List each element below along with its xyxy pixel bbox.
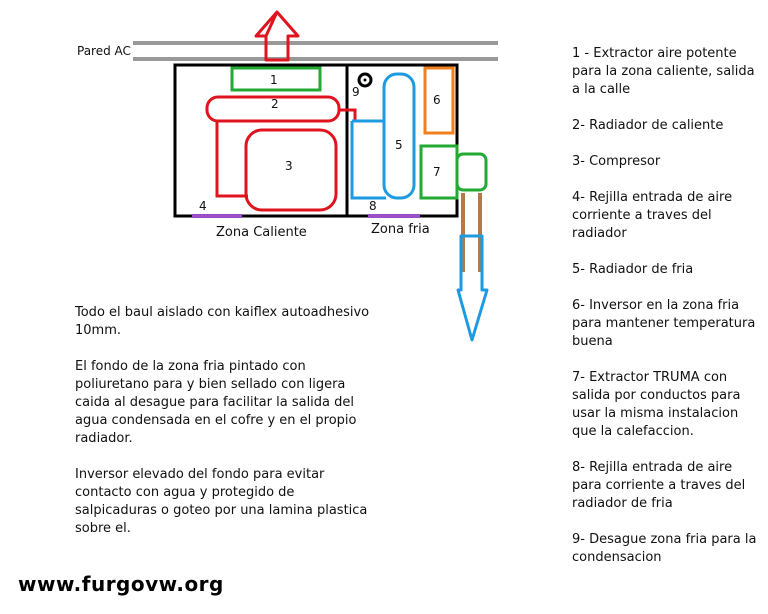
component-2-label: 2 (271, 97, 279, 111)
watermark: www.furgovw.org (18, 572, 224, 596)
outflow-arrow-icon (456, 234, 489, 342)
note-inverter: Inversor elevado del fondo para evitar c… (75, 467, 368, 536)
legend-item-3: 3- Compresor (572, 154, 661, 169)
legend-item-6: 6- Inversor en la zona fria para mantene… (572, 298, 756, 349)
hot-zone-label: Zona Caliente (216, 225, 307, 240)
component-3-label: 3 (285, 159, 293, 173)
component-6-inverter (423, 66, 455, 135)
note-insulation: Todo el baul aislado con kaiflex autoadh… (75, 305, 370, 338)
component-1-label: 1 (270, 73, 278, 87)
legend-item-8: 8- Rejilla entrada de aire para corrient… (572, 460, 746, 511)
legend-item-2: 2- Radiador de caliente (572, 118, 724, 133)
legend-item-7: 7- Extractor TRUMA con salida por conduc… (572, 370, 741, 439)
wall-label: Pared AC (77, 44, 131, 58)
component-7-label: 7 (433, 165, 441, 179)
cold-pipe (350, 119, 386, 200)
component-4-label: 4 (199, 199, 207, 213)
component-8-label: 8 (369, 199, 377, 213)
wall: Pared AC (77, 41, 498, 61)
cold-zone-label: Zona fria (371, 222, 430, 237)
notes: Todo el baul aislado con kaiflex autoadh… (75, 304, 375, 556)
legend-item-1: 1 - Extractor aire potente para la zona … (572, 46, 755, 97)
legend-item-5: 5- Radiador de fria (572, 262, 694, 277)
note-floor: El fondo de la zona fria pintado con pol… (75, 359, 357, 446)
component-5-label: 5 (395, 138, 403, 152)
component-6-label: 6 (433, 93, 441, 107)
legend-item-9: 9- Desague zona fria para la condensacio… (572, 532, 757, 565)
hot-pipe (215, 108, 357, 198)
component-3-compressor (244, 128, 338, 212)
exhaust-arrow-icon (254, 10, 300, 62)
component-9-label: 9 (352, 85, 360, 99)
component-1-extractor (230, 66, 322, 92)
component-9-drain-center (363, 78, 367, 82)
component-9-drain-icon (357, 72, 373, 88)
component-5-cold-radiator (382, 72, 416, 200)
legend: 1 - Extractor aire potente para la zona … (572, 45, 762, 585)
component-7-outlet (455, 152, 488, 192)
legend-item-4: 4- Rejilla entrada de aire corriente a t… (572, 190, 733, 241)
